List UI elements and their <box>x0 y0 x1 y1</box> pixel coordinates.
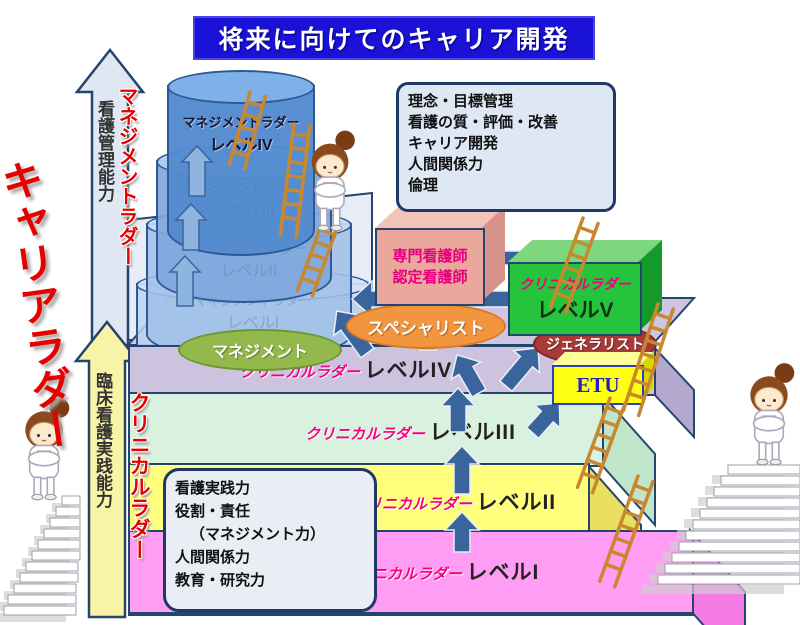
certified-nurse-line2: 認定看護師 <box>392 269 468 286</box>
step-level: レベルI <box>466 561 540 584</box>
ladder-icon <box>227 90 268 171</box>
nursing-management-ability-label: 看護管理能力 <box>95 100 114 202</box>
competency-item: 理念・目標管理 <box>408 93 514 110</box>
step-label-level2: クリニカルラダー レベルII <box>352 486 556 516</box>
up-arrow-level2-to-3 <box>443 444 481 495</box>
step-level: レベルII <box>476 491 557 514</box>
competency-item: 教育・研究力 <box>175 572 266 589</box>
ladder-icon <box>295 218 340 298</box>
competency-item: キャリア開発 <box>408 135 499 152</box>
diagonal-arrow-to-generalist <box>498 347 541 393</box>
nurse-figure <box>310 129 356 232</box>
management-ellipse: マネジメント <box>178 329 342 371</box>
diagonal-arrow-to-specialist <box>450 354 487 399</box>
ladder-icon <box>575 396 627 495</box>
competency-item: （マネジメント力） <box>190 526 326 543</box>
certified-nurse-box: 専門看護師 認定看護師 <box>375 228 485 306</box>
competency-item: 人間関係力 <box>175 549 251 566</box>
management-label: マネジメント <box>211 344 308 361</box>
staircase-left <box>3 495 81 616</box>
competency-item: 倫理 <box>408 177 439 194</box>
step-ladder-name: クリニカルラダー <box>352 496 473 513</box>
generalist-label: ジェネラリスト <box>546 336 644 352</box>
etu-box-top <box>552 352 653 365</box>
cylinder-level: レベルIV <box>209 137 273 154</box>
cylinder-cap <box>167 70 315 104</box>
specialist-label: スペシャリスト <box>367 318 485 338</box>
up-arrow-level1-to-2 <box>443 510 481 553</box>
competency-item: 人間関係力 <box>408 156 484 173</box>
level5-level: レベルV <box>536 299 614 322</box>
cylinder-up-arrow-2-to-3 <box>174 202 208 251</box>
level5-box: クリニカルラダー レベルV <box>508 262 642 336</box>
clinical-ladder-label: クリニカルラダー <box>127 392 150 560</box>
page-title: 将来に向けてのキャリア開発 <box>193 16 595 60</box>
diagonal-arrow-to-etu <box>525 402 561 440</box>
step-level: レベルIV <box>364 359 453 382</box>
ladder-icon <box>278 122 312 239</box>
clinical-step-level3 <box>128 392 604 467</box>
clinical-competencies-box: 看護実践力 役割・責任 （マネジメント力） 人間関係力 教育・研究力 <box>163 468 377 612</box>
competency-item: 役割・責任 <box>175 503 251 520</box>
certified-nurse-line1: 専門看護師 <box>392 248 468 265</box>
cylinder-up-arrow-3-to-4 <box>180 144 214 197</box>
ladder-icon <box>548 216 600 315</box>
competency-item: 看護実践力 <box>175 480 251 497</box>
management-competencies-box: 理念・目標管理 看護の質・評価・改善 キャリア開発 人間関係力 倫理 <box>396 82 616 212</box>
ladder-icon <box>621 302 675 418</box>
staircase-right <box>657 464 800 585</box>
cylinder-up-arrow-1-to-2 <box>168 254 202 307</box>
up-arrow-level3-to-4 <box>439 386 477 433</box>
etu-label: ETU <box>576 372 620 397</box>
ladder-icon <box>597 474 655 589</box>
nurse-figure <box>749 362 796 466</box>
level5-box-top <box>508 240 662 262</box>
clinical-practice-ability-label: 臨床看護実践能力 <box>93 372 112 508</box>
management-ladder-label: マネジメントラダー <box>115 86 137 266</box>
step-ladder-name: クリニカルラダー <box>305 426 426 443</box>
competency-item: 看護の質・評価・改善 <box>408 114 559 131</box>
